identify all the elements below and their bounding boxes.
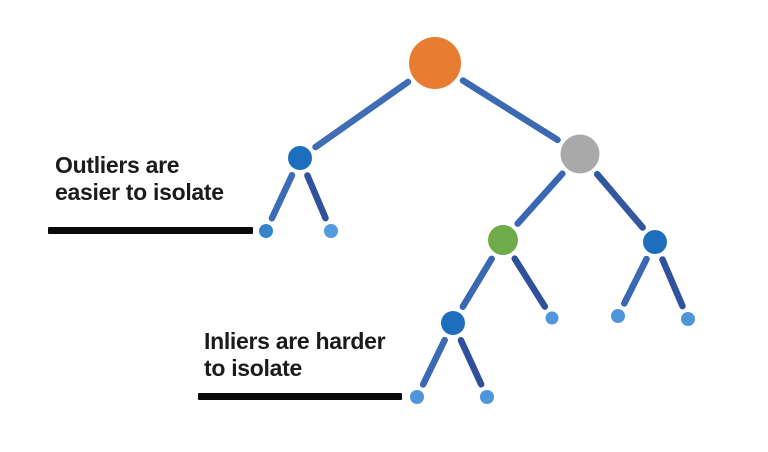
tree-edge-d3l-d4r bbox=[457, 337, 485, 388]
root-node-orange bbox=[409, 37, 461, 89]
outliers-label-line1: Outliers are bbox=[55, 152, 180, 178]
inliers-label-line2: to isolate bbox=[204, 355, 302, 381]
tree-edge-root-d1l bbox=[312, 78, 412, 151]
inner-node-blue-right bbox=[643, 230, 667, 254]
inlier-branch-node-blue bbox=[441, 311, 465, 335]
inliers-underline bbox=[198, 393, 402, 400]
leaf-dot bbox=[545, 311, 559, 325]
outlier-branch-node-blue bbox=[288, 146, 312, 170]
tree-edge-d1r-d2rr bbox=[593, 170, 646, 231]
tree-edge-d2rr-d3rl bbox=[621, 255, 650, 307]
inner-node-green bbox=[488, 225, 518, 255]
outlier-leaf-left bbox=[259, 224, 273, 238]
inliers-label-line1: Inliers are harder bbox=[204, 328, 386, 354]
outliers-underline bbox=[48, 227, 253, 234]
tree-edge-d2rl-d3l bbox=[459, 255, 495, 310]
outliers-label-line2: easier to isolate bbox=[55, 179, 224, 205]
leaf-dot bbox=[611, 309, 625, 323]
inliers-label: Inliers are harder to isolate bbox=[204, 328, 386, 382]
tree-edge-d3l-d4l bbox=[419, 336, 448, 388]
tree-edge-d1l-d2lr bbox=[304, 172, 329, 222]
tree-edge-root-d1r bbox=[459, 77, 561, 144]
tree-edge-d2rr-d3rr bbox=[659, 256, 686, 310]
outlier-leaf-right bbox=[324, 224, 338, 238]
inner-node-gray bbox=[560, 134, 600, 174]
inlier-leaf-right bbox=[480, 390, 494, 404]
tree-edge-d1l-d2ll bbox=[268, 171, 296, 222]
tree-edge-d2rl-d3r bbox=[511, 255, 549, 310]
tree-edge-d1r-d2rl bbox=[514, 170, 566, 227]
inlier-leaf-left bbox=[410, 390, 424, 404]
leaf-dot bbox=[681, 312, 695, 326]
outliers-label: Outliers are easier to isolate bbox=[55, 152, 224, 206]
